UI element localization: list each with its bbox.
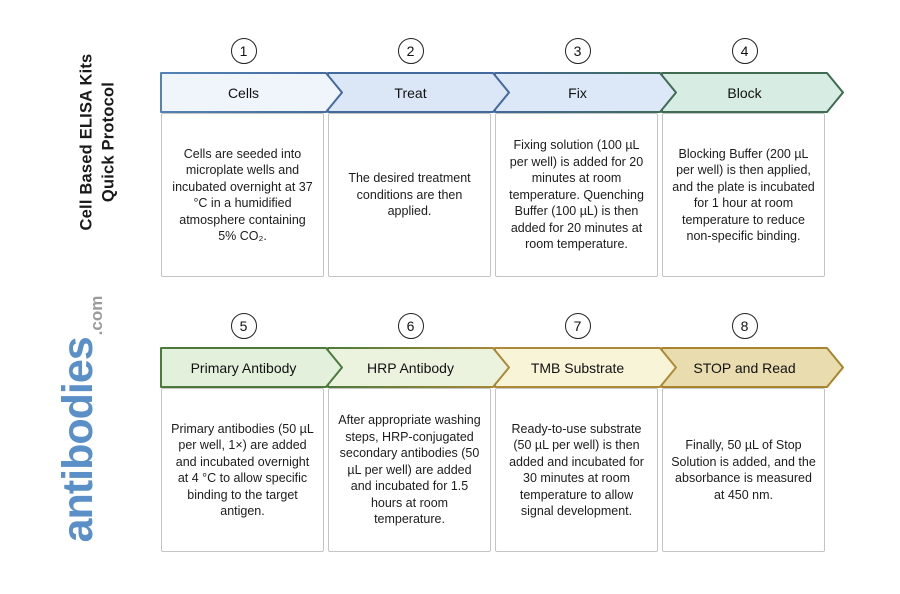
- step-number-badge: 5: [230, 313, 257, 339]
- step-2: 2 Treat The desired treatment conditions…: [327, 38, 510, 279]
- logo-wordmark: antibodies: [54, 337, 102, 543]
- step-label: STOP and Read: [693, 359, 796, 376]
- step-description: Fixing solution (100 µL per well) is add…: [495, 113, 658, 277]
- page-title-line2: Quick Protocol: [99, 81, 118, 203]
- step-label: Primary Antibody: [190, 359, 297, 376]
- step-3: 3 Fix Fixing solution (100 µL per well) …: [494, 38, 677, 279]
- step-number: 7: [573, 318, 582, 334]
- step-label: Treat: [394, 84, 427, 101]
- logo-tld: .com: [87, 295, 106, 336]
- step-number: 8: [740, 318, 749, 334]
- step-number: 2: [406, 43, 415, 59]
- step-description: The desired treatment conditions are the…: [328, 113, 491, 277]
- step-description: Primary antibodies (50 µL per well, 1×) …: [161, 388, 324, 552]
- step-arrow-shape: [160, 72, 344, 113]
- step-1: 1 Cells Cells are seeded into microplate…: [160, 38, 343, 279]
- page-title: Cell Based ELISA Kits Quick Protocol: [70, 35, 126, 250]
- step-description: Finally, 50 µL of Stop Solution is added…: [662, 388, 825, 552]
- protocol-row-bottom: 5 Primary Antibody Primary antibodies (5…: [160, 313, 860, 554]
- protocol-row-top: 1 Cells Cells are seeded into microplate…: [160, 38, 860, 279]
- step-label: Fix: [568, 84, 587, 101]
- chevron-arrow-icon: [160, 72, 343, 113]
- antibodies-logo: antibodies.com: [54, 265, 129, 575]
- step-number-badge: 4: [731, 38, 758, 64]
- step-arrow-shape: [160, 347, 344, 388]
- step-description: Cells are seeded into microplate wells a…: [161, 113, 324, 277]
- step-label: Cells: [227, 84, 260, 101]
- step-7: 7 TMB Substrate Ready-to-use substrate (…: [494, 313, 677, 554]
- step-number-badge: 8: [731, 313, 758, 339]
- step-4: 4 Block Blocking Buffer (200 µL per well…: [661, 38, 844, 279]
- step-number: 3: [573, 43, 582, 59]
- step-label: HRP Antibody: [367, 359, 454, 376]
- step-8: 8 STOP and Read Finally, 50 µL of Stop S…: [661, 313, 844, 554]
- step-number-badge: 1: [230, 38, 257, 64]
- step-number: 6: [406, 318, 415, 334]
- step-number: 5: [239, 318, 248, 334]
- step-label: TMB Substrate: [530, 359, 625, 376]
- step-number: 1: [239, 43, 248, 59]
- step-5: 5 Primary Antibody Primary antibodies (5…: [160, 313, 343, 554]
- step-description: Ready-to-use substrate (50 µL per well) …: [495, 388, 658, 552]
- step-number: 4: [740, 43, 749, 59]
- step-number-badge: 3: [564, 38, 591, 64]
- step-number-badge: 7: [564, 313, 591, 339]
- step-description: Blocking Buffer (200 µL per well) is the…: [662, 113, 825, 277]
- step-number-badge: 6: [397, 313, 424, 339]
- chevron-arrow-icon: [160, 347, 343, 388]
- page-title-line1: Cell Based ELISA Kits: [77, 53, 96, 231]
- step-description: After appropriate washing steps, HRP-con…: [328, 388, 491, 552]
- step-label: Block: [727, 84, 762, 101]
- step-number-badge: 2: [397, 38, 424, 64]
- step-6: 6 HRP Antibody After appropriate washing…: [327, 313, 510, 554]
